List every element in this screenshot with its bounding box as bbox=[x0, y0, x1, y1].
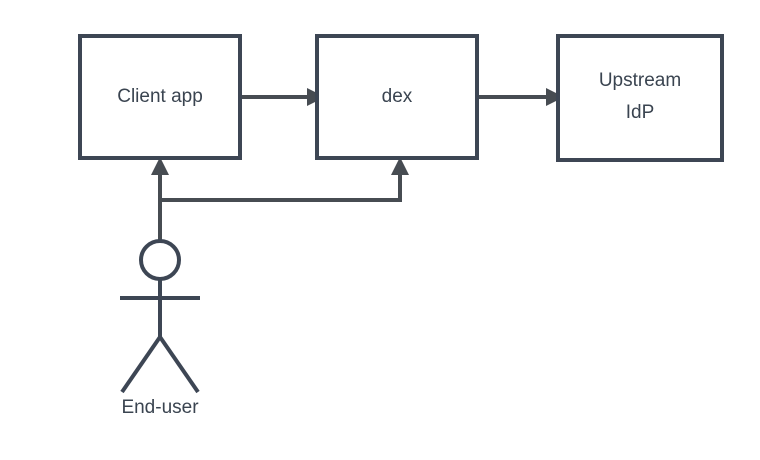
client-app-label: Client app bbox=[117, 86, 203, 107]
node-dex[interactable]: dex bbox=[315, 34, 479, 160]
node-client-app[interactable]: Client app bbox=[78, 34, 242, 160]
edge-client-to-dex bbox=[240, 88, 325, 106]
edge-dex-to-idp bbox=[477, 88, 564, 106]
actor-head-icon bbox=[139, 239, 181, 281]
dex-label: dex bbox=[382, 86, 413, 107]
upstream-idp-label-line2: IdP bbox=[626, 102, 655, 123]
node-upstream-idp[interactable]: Upstream IdP bbox=[556, 34, 724, 162]
node-end-user[interactable]: End-user bbox=[120, 239, 200, 418]
edge-user-to-dex bbox=[160, 157, 409, 202]
actor-left-leg-icon bbox=[120, 335, 162, 394]
upstream-idp-label-line1: Upstream bbox=[599, 70, 681, 91]
edge-user-to-client bbox=[151, 157, 169, 241]
end-user-label: End-user bbox=[121, 397, 199, 418]
actor-right-leg-icon bbox=[158, 335, 200, 394]
